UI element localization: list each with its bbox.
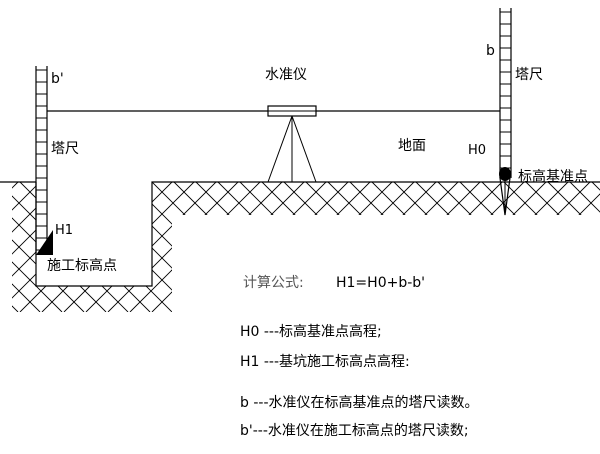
- construction-point-marker: [36, 230, 53, 255]
- label-rod-right: 塔尺: [515, 67, 543, 83]
- definition-h1: H1 ---基坑施工标高点高程:: [240, 354, 410, 370]
- left-rod: [35, 66, 48, 255]
- label-rod-left: 塔尺: [51, 141, 79, 157]
- right-rod: [499, 8, 512, 178]
- label-benchmark: 标高基准点: [518, 169, 588, 185]
- definition-h0: H0 ---标高基准点高程;: [240, 324, 382, 340]
- pit-outline: [35, 181, 600, 287]
- label-h1: H1: [55, 223, 74, 238]
- level-instrument: [267, 105, 317, 183]
- definition-b-prime: b'---水准仪在施工标高点的塔尺读数;: [240, 423, 469, 439]
- label-h0: H0: [468, 143, 487, 158]
- definition-b: b ---水准仪在标高基准点的塔尺读数。: [240, 395, 479, 411]
- label-b-prime: b': [51, 71, 64, 87]
- label-b: b: [486, 43, 495, 59]
- benchmark-marker: [499, 167, 511, 216]
- label-ground: 地面: [398, 138, 426, 154]
- label-construction-point: 施工标高点: [47, 258, 117, 274]
- soil-hatch: [12, 182, 600, 312]
- formula-expression: H1=H0+b-b': [336, 275, 426, 291]
- label-level: 水准仪: [265, 67, 307, 83]
- formula-prefix: 计算公式:: [243, 275, 304, 291]
